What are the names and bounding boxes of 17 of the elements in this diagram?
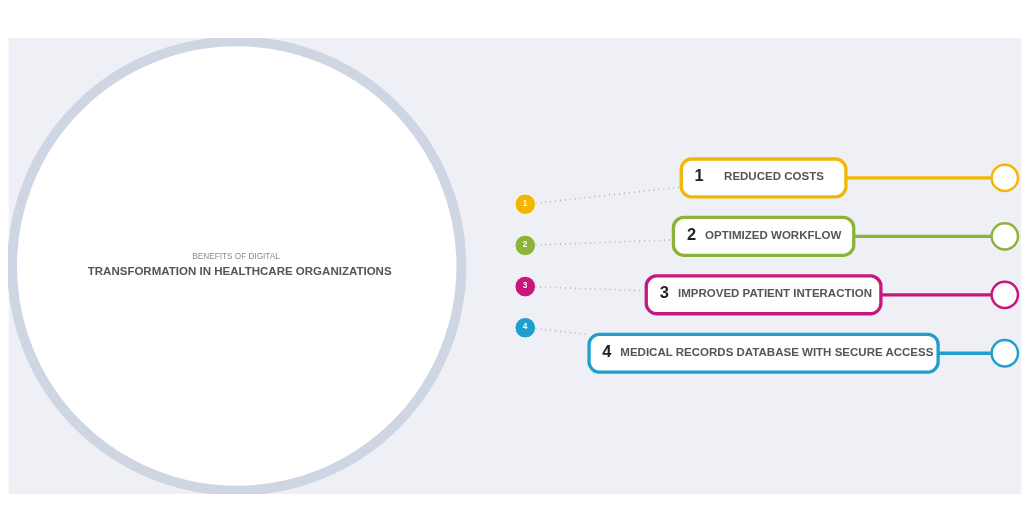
node-circle: 3: [514, 275, 536, 298]
node-box: 1 REDUCED COSTS: [679, 157, 848, 199]
connector: [846, 176, 992, 180]
node-circle: [990, 221, 1020, 251]
node-circle: BENEFITS OF DIGITAL TRANSFORMATION IN HEALTHCARE ORGANIZATIONS: [8, 38, 467, 494]
connector: [938, 351, 992, 355]
node-box: 3 IMPROVED PATIENT INTERACTION: [644, 274, 883, 316]
node-circle: 2: [514, 234, 536, 257]
node-circle: [990, 163, 1020, 193]
node-circle: [990, 338, 1020, 368]
node-circle: [990, 280, 1020, 310]
node-circle: 4: [514, 317, 536, 339]
node-circle: 1: [514, 193, 536, 215]
node-box: 2 OPTIMIZED WORKFLOW: [671, 215, 856, 257]
connector: [853, 234, 992, 238]
node-box: 4 MEDICAL RECORDS DATABASE WITH SECURE ACCESS: [587, 332, 940, 374]
connector: [881, 293, 992, 297]
